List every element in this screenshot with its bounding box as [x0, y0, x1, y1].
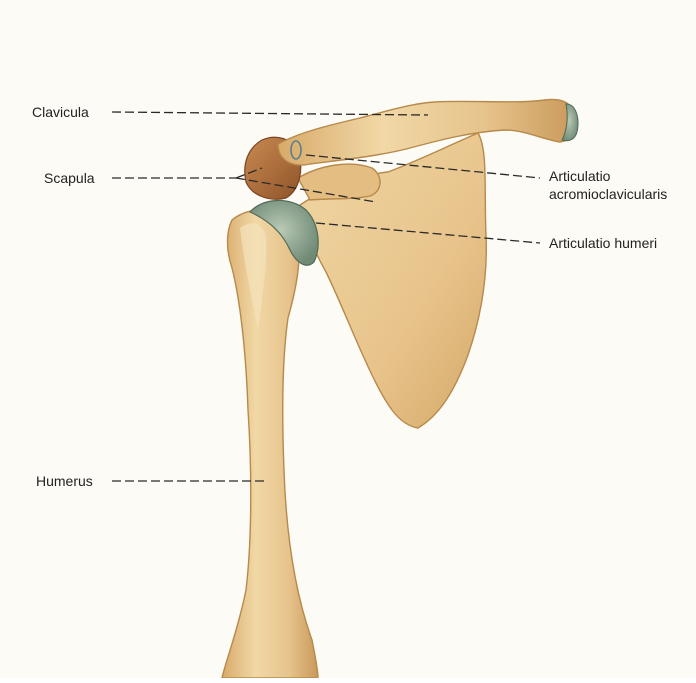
label-scapula: Scapula: [44, 170, 95, 186]
label-articulatio-humeri: Articulatio humeri: [549, 235, 657, 251]
label-articulatio-ac-line1: Articulatio: [549, 168, 611, 184]
label-clavicula: Clavicula: [32, 104, 89, 120]
humerus-shape: [222, 210, 318, 678]
scapula-coracoid-shape: [298, 164, 380, 200]
label-humerus: Humerus: [36, 473, 93, 489]
label-articulatio-ac-line2: acromioclavicularis: [549, 186, 667, 202]
